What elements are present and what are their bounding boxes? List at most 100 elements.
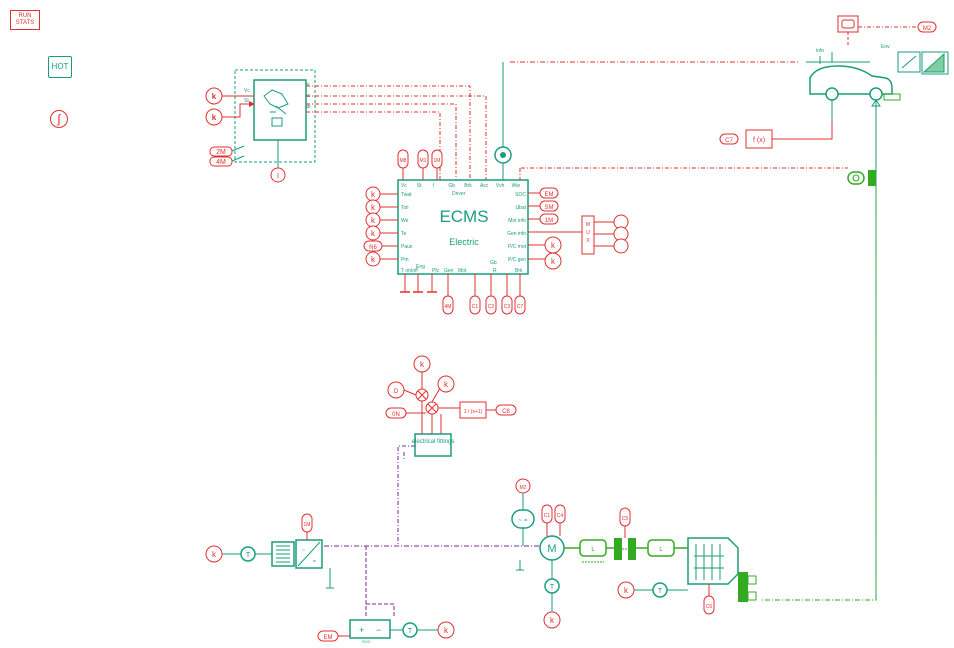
connector-sm-right[interactable]: SM: [539, 200, 559, 212]
const-k-ecms[interactable]: k: [365, 212, 398, 228]
svg-text:M1: M1: [420, 158, 427, 164]
ecms-left-port: Twat: [401, 192, 412, 198]
const-k-pcmot[interactable]: k: [544, 236, 562, 254]
svg-text:k: k: [212, 550, 217, 559]
gearbox-block[interactable]: [687, 537, 739, 585]
svg-text:T: T: [246, 552, 251, 559]
connector-c1-motor[interactable]: C1: [541, 504, 553, 524]
driver-block[interactable]: Vc St br ac gb: [234, 69, 316, 163]
svg-text:2M: 2M: [216, 149, 226, 156]
svg-text:1 / (s+1): 1 / (s+1): [464, 409, 483, 415]
integrator-icon[interactable]: ∫: [50, 110, 68, 128]
const-k-ecms[interactable]: k: [365, 199, 398, 215]
connector-m2-top[interactable]: M2: [858, 21, 937, 33]
connector-m2-motor[interactable]: M2: [515, 478, 531, 494]
ecms-top-port: St: [417, 183, 422, 189]
thermal-node-motor[interactable]: T: [544, 578, 560, 594]
svg-text:+: +: [359, 625, 364, 635]
svg-text:=: =: [313, 559, 316, 565]
connector-1m-top[interactable]: 1M: [431, 149, 443, 180]
svg-text:D: D: [394, 389, 399, 395]
mux-block[interactable]: M U X: [528, 214, 629, 255]
speed-sensor[interactable]: [494, 62, 512, 180]
connector-c5-gear[interactable]: C5: [619, 507, 631, 538]
electrical-fittings-block[interactable]: electrical fittings: [412, 433, 455, 457]
thermal-node-battery[interactable]: T: [402, 622, 418, 638]
const-k-gearbox[interactable]: k: [617, 581, 635, 599]
heat-exchanger-icon[interactable]: [271, 541, 295, 567]
connector-m1[interactable]: M1: [417, 149, 429, 180]
connector-c7-fx[interactable]: C7: [719, 133, 739, 145]
connector-ecms-bottom[interactable]: C3: [501, 295, 513, 315]
connector-ecms-bottom[interactable]: C2: [485, 295, 497, 315]
connector-ecms-bottom[interactable]: 4M: [442, 295, 454, 315]
const-k-motor[interactable]: k: [543, 611, 561, 629]
const-k-pcgen[interactable]: k: [544, 252, 562, 270]
transfer-fn-block[interactable]: 1 / (s+1): [459, 401, 487, 419]
driver-port-gb: gb: [305, 104, 311, 110]
const-k-label: k: [371, 229, 376, 238]
hot-button[interactable]: HOT: [48, 56, 72, 78]
clutch-icon[interactable]: [614, 538, 636, 560]
connector-0n[interactable]: 0N: [385, 407, 407, 419]
ecms-bottom-port: T on/off: [401, 268, 418, 274]
vehicle-sensor-box[interactable]: [837, 15, 859, 46]
battery-block[interactable]: + − SOC: [349, 619, 391, 644]
svg-text:T: T: [408, 628, 413, 635]
inverter-block[interactable]: ~ =: [511, 509, 535, 529]
connector-m8[interactable]: M8: [397, 149, 409, 180]
connector-1m-right[interactable]: 1M: [539, 213, 559, 225]
const-k-driver-2[interactable]: k: [205, 108, 223, 126]
sum-junction-2[interactable]: [425, 401, 439, 415]
connector-4m[interactable]: 4M: [209, 156, 233, 167]
shaft-inertia-1[interactable]: L: [579, 539, 607, 563]
connector-label: 4M: [445, 304, 452, 310]
svg-text:1M: 1M: [304, 522, 311, 528]
driver-port-br: br: [305, 82, 310, 88]
gain-k-3[interactable]: D: [387, 381, 405, 399]
connector-em-right[interactable]: EM: [539, 187, 559, 199]
connector-n6[interactable]: N6: [363, 240, 383, 252]
svg-text:T: T: [658, 588, 663, 595]
const-k-ecms[interactable]: k: [365, 186, 398, 202]
ecms-right-port: Gen info: [507, 231, 526, 237]
shaft-inertia-2[interactable]: L: [647, 539, 675, 557]
ecms-left-port: We: [401, 218, 409, 224]
ecms-top-port: Ww: [512, 183, 521, 189]
connector-c8[interactable]: C8: [495, 404, 517, 416]
dc-converter[interactable]: ~ =: [295, 539, 323, 569]
const-k-ecms[interactable]: k: [365, 225, 398, 241]
connector-c4-motor[interactable]: C4: [554, 504, 566, 524]
gain-k-2[interactable]: k: [437, 375, 455, 393]
gain-k-1[interactable]: k: [413, 355, 431, 373]
const-k-battery[interactable]: k: [437, 621, 455, 639]
connector-em-battery[interactable]: EM: [317, 630, 339, 642]
connector-1m-converter[interactable]: 1M: [301, 513, 313, 540]
run-stats-button[interactable]: RUN STATS: [10, 10, 40, 30]
driver-sensor[interactable]: I: [270, 140, 286, 183]
svg-text:EM: EM: [545, 192, 554, 198]
connector-ecms-bottom[interactable]: C7: [514, 295, 526, 315]
ecms-left-port: Te: [401, 231, 407, 237]
final-drive[interactable]: [738, 572, 757, 602]
electric-motor[interactable]: M: [539, 535, 565, 561]
svg-text:Env: Env: [881, 44, 890, 50]
const-k-ecms[interactable]: k: [365, 251, 398, 267]
connector-ecms-bottom[interactable]: C1: [469, 295, 481, 315]
svg-text:I: I: [277, 173, 279, 180]
sum-junction-1[interactable]: [415, 388, 429, 402]
wheel-brake-icon[interactable]: [847, 170, 876, 186]
fx-block[interactable]: f (x): [745, 129, 773, 149]
const-k-driver-1[interactable]: k: [205, 87, 223, 105]
const-k-thermal-left[interactable]: k: [205, 545, 223, 563]
svg-text:C7: C7: [725, 138, 733, 144]
env-block[interactable]: Env: [881, 44, 949, 75]
thermal-node-gearbox[interactable]: T: [652, 582, 668, 598]
svg-text:Gb: Gb: [490, 260, 497, 266]
thermal-node-left[interactable]: T: [240, 546, 256, 562]
svg-text:Driver: Driver: [452, 191, 466, 197]
connector-c6-gear[interactable]: C6: [703, 584, 715, 615]
vehicle-body[interactable]: [809, 65, 901, 600]
connector-2m[interactable]: 2M: [209, 146, 233, 157]
